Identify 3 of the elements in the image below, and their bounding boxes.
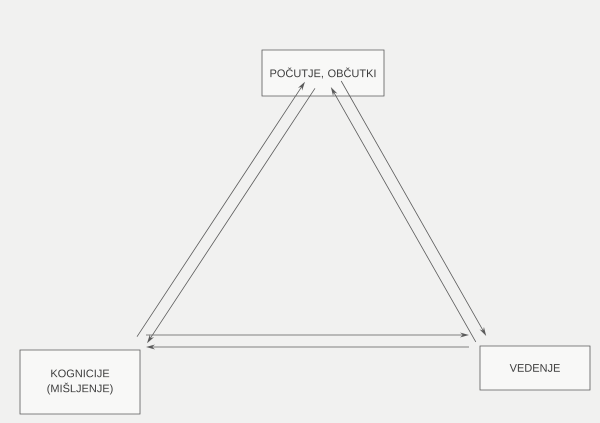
box: VEDENJE [480,346,590,390]
box: POČUTJE, OBČUTKI [262,50,384,96]
box: KOGNICIJE (MIŠLJENJE) [20,350,140,414]
